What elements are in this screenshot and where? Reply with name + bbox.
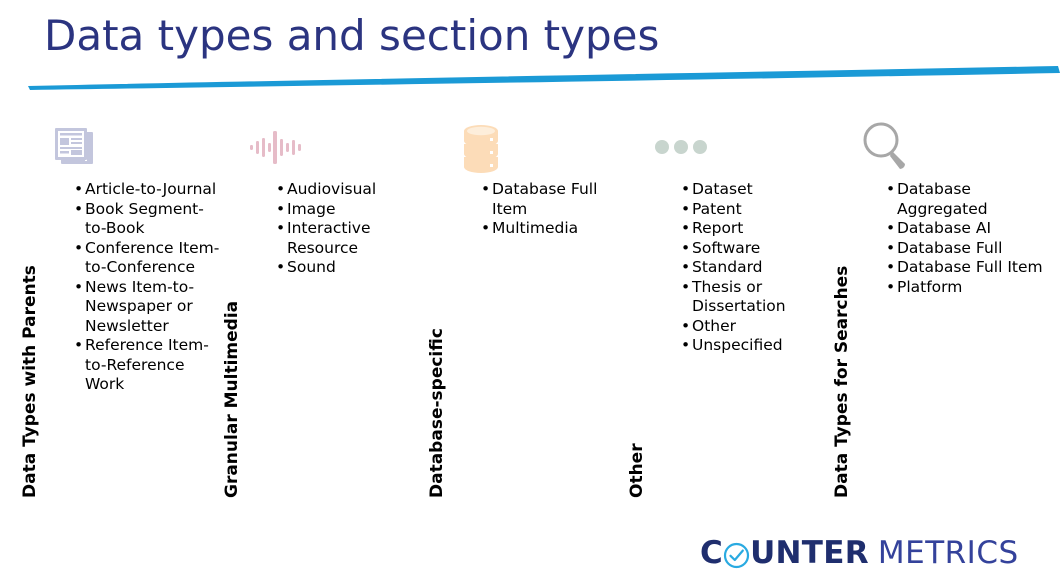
column-other: Other Dataset Patent Report Software Sta… <box>627 118 837 498</box>
list-item: Database Full Item <box>886 258 1044 278</box>
check-circle-icon <box>723 541 750 568</box>
list-item: Standard <box>681 258 831 278</box>
list-item: Database AI <box>886 219 1044 239</box>
list-item: Other <box>681 317 831 337</box>
list-item: Reference Item-to-Reference Work <box>74 336 224 395</box>
logo-metrics-wordmark: METRICS <box>877 535 1019 571</box>
list-item: Thesis or Dissertation <box>681 278 831 317</box>
page-title: Data types and section types <box>44 11 660 60</box>
column-data-types-with-parents: Data Types with Parents Article-to-Journ… <box>20 118 230 498</box>
logo-letter-c: C <box>700 535 724 571</box>
list-item: Article-to-Journal <box>74 180 224 200</box>
column-label: Data Types for Searches <box>832 265 852 498</box>
column-label-wrap: Granular Multimedia <box>222 180 266 498</box>
column-label-wrap: Other <box>627 180 671 498</box>
column-granular-multimedia: Granular Multimedia Audiovisual Image In… <box>222 118 432 498</box>
ellipsis-dots-icon <box>649 118 713 176</box>
list-item: Sound <box>276 258 426 278</box>
list-item: Multimedia <box>481 219 631 239</box>
list-item: Book Segment-to-Book <box>74 200 224 239</box>
list-item: Software <box>681 239 831 259</box>
accent-line-icon <box>28 66 1060 90</box>
list-item: Platform <box>886 278 1044 298</box>
column-data-types-for-searches: Data Types for Searches Database Aggrega… <box>832 118 1044 498</box>
newspaper-icon <box>42 118 106 176</box>
column-item-list: Audiovisual Image Interactive Resource S… <box>276 180 426 278</box>
column-item-list: Dataset Patent Report Software Standard … <box>681 180 831 356</box>
column-label-wrap: Database-specific <box>427 180 471 498</box>
column-label: Other <box>627 443 647 498</box>
column-label: Database-specific <box>427 328 447 498</box>
category-columns: Data Types with Parents Article-to-Journ… <box>0 118 1060 498</box>
list-item: Audiovisual <box>276 180 426 200</box>
list-item: Image <box>276 200 426 220</box>
column-label-wrap: Data Types with Parents <box>20 180 64 498</box>
column-item-list: Database Aggregated Database AI Database… <box>886 180 1044 297</box>
list-item: Interactive Resource <box>276 219 426 258</box>
list-item: Report <box>681 219 831 239</box>
list-item: Conference Item-to-Conference <box>74 239 224 278</box>
database-icon <box>449 118 513 176</box>
list-item: Database Full Item <box>481 180 631 219</box>
magnifier-icon <box>854 118 918 176</box>
list-item: Dataset <box>681 180 831 200</box>
column-item-list: Database Full Item Multimedia <box>481 180 631 239</box>
logo-counter-rest: UNTER <box>750 535 869 571</box>
column-label-wrap: Data Types for Searches <box>832 180 876 498</box>
audio-waveform-icon <box>244 118 308 176</box>
list-item: News Item-to-Newspaper or Newsletter <box>74 278 224 337</box>
column-label: Data Types with Parents <box>20 265 40 498</box>
title-accent-rule <box>0 62 1060 96</box>
column-item-list: Article-to-Journal Book Segment-to-Book … <box>74 180 224 395</box>
list-item: Database Aggregated <box>886 180 1044 219</box>
counter-metrics-logo: C UNTER METRICS <box>700 533 1018 573</box>
column-database-specific: Database-specific Database Full Item Mul… <box>427 118 637 498</box>
logo-counter-wordmark: C UNTER <box>700 535 869 571</box>
list-item: Database Full <box>886 239 1044 259</box>
column-label: Granular Multimedia <box>222 300 242 498</box>
list-item: Unspecified <box>681 336 831 356</box>
list-item: Patent <box>681 200 831 220</box>
